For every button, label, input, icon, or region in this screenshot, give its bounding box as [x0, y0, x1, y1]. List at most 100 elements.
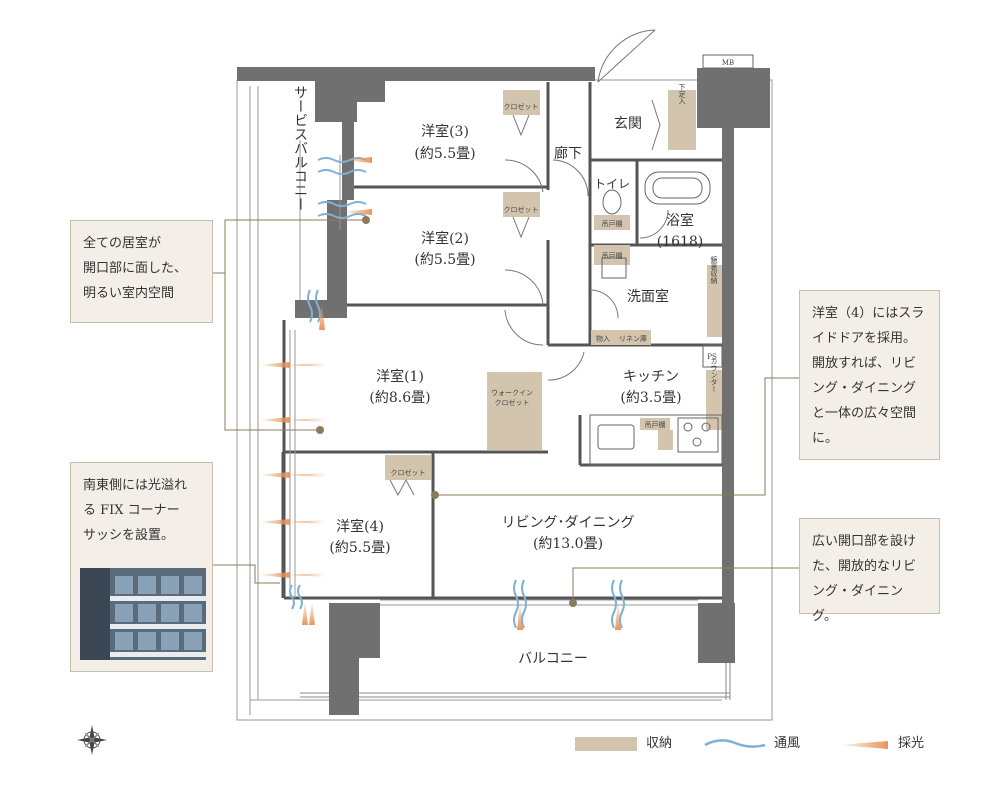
ventilation-icon: [315, 289, 321, 323]
ventilation-icon: [611, 579, 617, 629]
mirror-storage-label: 鏡裏収納: [710, 255, 718, 285]
room-bath-name: 浴室: [666, 212, 694, 229]
bathtub: [644, 171, 711, 205]
room-kitchen-name: キッチン: [623, 369, 679, 385]
shoe-box-label: 下足入: [678, 84, 686, 105]
note-line: 開放すれば、リビ: [812, 356, 917, 371]
hanging-shelf-wash-label: 吊戸棚: [602, 251, 623, 260]
daylight-icon: [290, 418, 325, 422]
burner-icon: [701, 422, 711, 432]
building-photo: [80, 568, 206, 660]
note-line: と一体の広々空間: [812, 406, 917, 421]
walls: [237, 67, 770, 715]
interior-walls: [281, 82, 722, 600]
bathtub-inner: [652, 177, 703, 199]
storage-blocks: [385, 90, 722, 480]
ventilation-icon: [297, 584, 303, 610]
room-western1-name: 洋室(1): [376, 368, 424, 385]
meter-box: [702, 54, 754, 69]
mb-label: MB: [722, 59, 734, 67]
room-corridor: 廊下: [554, 145, 582, 162]
room-washroom: 洗面室: [627, 288, 669, 305]
cooktop: [677, 417, 719, 453]
note-line: 洋室（4）にはスラ: [812, 306, 925, 321]
note-line: る FIX コーナー: [83, 503, 180, 518]
storage-label: 物入: [596, 334, 610, 343]
compass-icon: [77, 725, 107, 755]
daylight-icon: [342, 209, 372, 215]
room-living-name: リビング･ダイニング: [502, 515, 635, 531]
ventilation-icon: [317, 201, 367, 207]
note-line: た、開放的なリビ: [812, 559, 917, 574]
daylight-icon: [258, 472, 290, 478]
note-line: ング・ダイニング。: [812, 584, 904, 624]
fixtures: [589, 54, 754, 466]
daylight-icon: [309, 600, 315, 625]
kitchen-counter: [589, 414, 723, 466]
pipe-space: [702, 344, 723, 368]
leader-lines: [213, 219, 799, 603]
windows: [289, 155, 698, 606]
daylight-icon: [258, 519, 290, 525]
note-line: 開口部に面した、: [83, 261, 188, 276]
counter-label: カウンター: [710, 358, 718, 393]
room-western3-size: (約5.5畳): [414, 146, 475, 162]
hanging-shelf-toilet-label: 吊戸棚: [602, 219, 623, 228]
note-line: サッシを設置。: [83, 528, 175, 543]
burner-icon: [692, 437, 702, 447]
note-line: 南東側には光溢れ: [83, 478, 188, 493]
kitchen-sink: [597, 424, 635, 450]
room-entrance: 玄関: [614, 115, 642, 132]
legend-storage-swatch: [575, 737, 637, 751]
daylight-icon: [290, 520, 325, 524]
room-kitchen-size: (約3.5畳): [620, 390, 681, 406]
note-line: に。: [812, 431, 839, 446]
washbasin: [601, 257, 627, 279]
daylight-icon: [258, 572, 290, 578]
room-living-size: (約13.0畳): [533, 536, 603, 552]
room-western3-name: 洋室(3): [421, 123, 469, 140]
ventilation-icon: [317, 157, 367, 163]
note-line: ング・ダイニング: [812, 381, 917, 396]
hanging-shelf-kitchen-label: 吊戸棚: [645, 420, 666, 429]
note-line: 広い開口部を設け: [812, 534, 917, 549]
note-line: イドドアを採用。: [812, 331, 917, 346]
note-sliding-door: 洋室（4）にはスラ イドドアを採用。 開放すれば、リビ ング・ダイニング と一体…: [799, 290, 940, 460]
room-service-balcony: サービスバルコニー: [292, 85, 308, 211]
ventilation-icon: [521, 579, 527, 629]
daylight-icon: [290, 573, 325, 577]
note-line: 全ての居室が: [83, 236, 162, 251]
daylight-icon: [517, 600, 523, 630]
daylight-arrows: [258, 157, 621, 630]
note-line: 明るい室内空間: [83, 286, 175, 301]
closet-label-4: クロゼット: [391, 468, 426, 477]
room-toilet: トイレ: [594, 177, 630, 191]
legend-daylight-label: 採光: [898, 736, 925, 751]
ventilation-icon: [619, 579, 625, 629]
burner-icon: [683, 422, 693, 432]
closet-label-2: クロゼット: [504, 205, 539, 214]
room-western2-size: (約5.5畳): [414, 252, 475, 268]
daylight-icon: [290, 473, 325, 477]
ventilation-icon: [289, 584, 295, 610]
legend-ventilation-label: 通風: [774, 736, 801, 751]
daylight-icon: [258, 417, 290, 423]
legend-ventilation-icon: [704, 739, 766, 748]
note-rooms-openings: 全ての居室が 開口部に面した、 明るい室内空間: [70, 220, 213, 323]
ventilation-icon: [317, 213, 367, 219]
room-balcony: バルコニー: [518, 651, 588, 667]
room-western4-name: 洋室(4): [336, 518, 384, 535]
ventilation-icon: [307, 289, 313, 323]
toilet-bowl: [602, 189, 622, 215]
room-labels: 洋室(3) (約5.5畳) 洋室(2) (約5.5畳) 洋室(1) (約8.6畳…: [292, 85, 703, 667]
room-western2-name: 洋室(2): [421, 230, 469, 247]
closet-label-3: クロゼット: [504, 102, 539, 111]
room-bath-size: (1618): [657, 234, 704, 250]
linen-label: リネン庫: [619, 334, 647, 343]
room-western4-size: (約5.5畳): [329, 540, 390, 556]
leader-dots: [316, 216, 577, 607]
daylight-icon: [615, 600, 621, 630]
daylight-icon: [319, 300, 325, 330]
